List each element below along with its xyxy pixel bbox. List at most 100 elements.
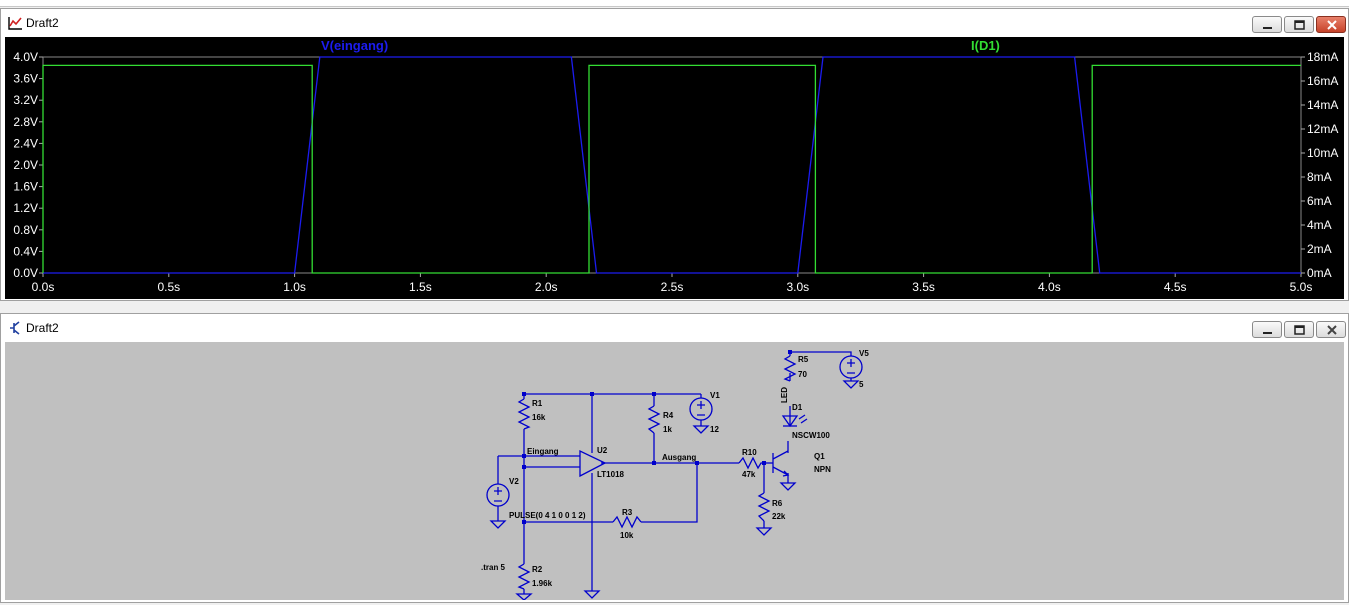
maximize-icon <box>1294 325 1305 335</box>
y-right-tick-label: 6mA <box>1307 194 1332 208</box>
top-edge-strip <box>0 0 1349 7</box>
label-r2-value: 1.96k <box>532 579 553 588</box>
plot-series <box>42 56 1301 274</box>
x-tick-label: 4.5s <box>1164 280 1187 294</box>
x-tick-label: 4.0s <box>1038 280 1061 294</box>
label-v1-value: 12 <box>710 425 719 434</box>
label-u2: U2 <box>597 446 608 455</box>
y-right-tick-label: 14mA <box>1307 98 1338 112</box>
y-left-tick-label: 2.0V <box>13 158 38 172</box>
label-r4-value: 1k <box>663 425 672 434</box>
left-axis-ticks: 0.0V0.4V0.8V1.2V1.6V2.0V2.4V2.8V3.2V3.6V… <box>13 50 43 280</box>
label-r6: R6 <box>772 499 783 508</box>
schematic-window-title: Draft2 <box>26 321 59 335</box>
schematic-close-button[interactable] <box>1316 321 1346 338</box>
schematic-drawing[interactable]: R1 16k R2 1.96k R3 10k R4 1k R5 70 R6 22… <box>5 342 1344 601</box>
x-tick-label: 2.0s <box>535 280 558 294</box>
label-q1-value: NPN <box>814 465 831 474</box>
schematic-window[interactable]: Draft2 <box>0 313 1349 603</box>
label-u2-value: LT1018 <box>597 470 625 479</box>
label-r2: R2 <box>532 565 543 574</box>
label-r5: R5 <box>798 355 809 364</box>
schematic-canvas[interactable]: R1 16k R2 1.96k R3 10k R4 1k R5 70 R6 22… <box>5 342 1344 601</box>
source-v2 <box>486 483 510 507</box>
label-v5-value: 5 <box>859 380 864 389</box>
y-right-tick-label: 16mA <box>1307 74 1338 88</box>
opamp-u2-symbol <box>579 449 607 478</box>
label-r3-value: 10k <box>620 531 634 540</box>
label-d1-value: NSCW100 <box>792 431 830 440</box>
resistor-r2 <box>517 563 531 590</box>
label-r5-value: 70 <box>798 370 807 379</box>
y-left-tick-label: 1.2V <box>13 201 38 215</box>
schematic-wires <box>497 351 852 594</box>
x-tick-label: 0.0s <box>32 280 55 294</box>
waveform-window-titlebar[interactable]: Draft2 <box>1 9 1348 37</box>
label-r6-value: 22k <box>772 512 786 521</box>
label-r1: R1 <box>532 399 543 408</box>
schematic-minimize-button[interactable] <box>1252 321 1282 338</box>
series-line-0[interactable] <box>43 56 1301 274</box>
y-left-tick-label: 2.4V <box>13 136 38 150</box>
maximize-button[interactable] <box>1284 16 1314 33</box>
y-right-tick-label: 12mA <box>1307 122 1338 136</box>
x-tick-label: 5.0s <box>1290 280 1313 294</box>
x-tick-label: 3.5s <box>912 280 935 294</box>
label-r10-value: 47k <box>742 470 756 479</box>
schematic-window-titlebar[interactable]: Draft2 <box>1 314 1348 342</box>
close-icon <box>1327 20 1337 30</box>
resistor-r6 <box>757 492 771 522</box>
y-left-tick-label: 0.4V <box>13 244 38 258</box>
voltage-source-symbols <box>486 355 863 507</box>
y-right-tick-label: 2mA <box>1307 242 1332 256</box>
schematic-icon <box>10 321 20 335</box>
component-labels: R1 16k R2 1.96k R3 10k R4 1k R5 70 R6 22… <box>481 349 869 588</box>
minimize-icon <box>1263 332 1272 334</box>
label-r4: R4 <box>663 411 674 420</box>
source-v5 <box>839 355 863 379</box>
x-tick-label: 2.5s <box>661 280 684 294</box>
waveform-icon <box>8 17 22 30</box>
label-r10: R10 <box>742 448 757 457</box>
label-v2-value: PULSE(0 4 1 0 0 1 2) <box>509 511 586 520</box>
series-line-1[interactable] <box>42 64 1301 274</box>
led-d1-symbol <box>781 414 808 428</box>
resistor-r1 <box>517 398 531 430</box>
y-left-tick-label: 0.8V <box>13 223 38 237</box>
x-tick-label: 1.0s <box>283 280 306 294</box>
junction-dots <box>522 350 792 524</box>
legend-veingang[interactable]: V(eingang) <box>321 38 388 53</box>
x-tick-label: 1.5s <box>409 280 432 294</box>
close-button[interactable] <box>1316 16 1346 33</box>
spice-directive-tran[interactable]: .tran 5 <box>481 563 506 572</box>
plot-background <box>5 37 1344 299</box>
y-right-tick-label: 4mA <box>1307 218 1332 232</box>
legend-id1[interactable]: I(D1) <box>971 38 1000 53</box>
minimize-button[interactable] <box>1252 16 1282 33</box>
x-tick-label: 3.0s <box>786 280 809 294</box>
source-v1 <box>689 397 713 421</box>
y-right-tick-label: 0mA <box>1307 266 1332 280</box>
y-left-tick-label: 3.2V <box>13 93 38 107</box>
resistor-r4 <box>647 405 661 434</box>
net-label-eingang: Eingang <box>527 447 559 456</box>
close-icon <box>1327 325 1337 335</box>
y-right-tick-label: 8mA <box>1307 170 1332 184</box>
schematic-maximize-button[interactable] <box>1284 321 1314 338</box>
label-v1: V1 <box>710 391 720 400</box>
resistor-symbols <box>517 355 797 590</box>
maximize-icon <box>1294 20 1305 30</box>
y-left-tick-label: 1.6V <box>13 180 38 194</box>
label-r3: R3 <box>622 508 633 517</box>
label-r1-value: 16k <box>532 413 546 422</box>
minimize-icon <box>1263 27 1272 29</box>
label-v2: V2 <box>509 477 519 486</box>
label-v5: V5 <box>859 349 869 358</box>
y-left-tick-label: 2.8V <box>13 115 38 129</box>
y-left-tick-label: 0.0V <box>13 266 38 280</box>
label-d1: D1 <box>792 403 803 412</box>
